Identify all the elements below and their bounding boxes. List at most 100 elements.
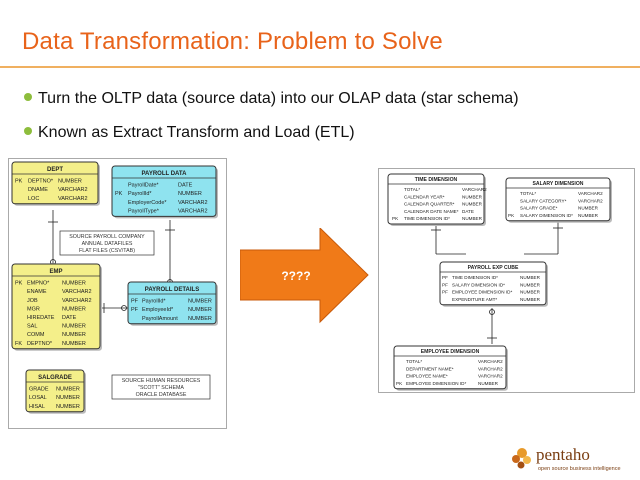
- key-cell: PK: [115, 191, 123, 197]
- column-name: EmployerCode*: [128, 200, 167, 206]
- key-cell: PF: [442, 290, 448, 295]
- column-name: SAL: [27, 324, 37, 330]
- table-title: DEPT: [47, 167, 63, 173]
- table-title: SALGRADE: [38, 375, 72, 381]
- bullet-text: Known as Extract Transform and Load (ETL…: [38, 124, 355, 141]
- key-cell: FK: [15, 341, 22, 347]
- column-name: JOB: [27, 298, 38, 304]
- column-type: NUMBER: [520, 290, 541, 295]
- column-name: SALARY DIMENSION ID*: [452, 282, 505, 287]
- table-box: [25, 369, 85, 413]
- note-line: SOURCE HUMAN RESOURCES: [122, 378, 201, 384]
- column-name: TIME DIMENSION ID*: [452, 275, 498, 280]
- table-box: [439, 261, 547, 306]
- key-cell: PK: [15, 281, 23, 287]
- key-cell: PK: [396, 381, 403, 386]
- column-type: NUMBER: [578, 206, 599, 211]
- column-name: SALARY GRADE*: [520, 206, 558, 211]
- bullet-item: Turn the OLTP data (source data) into ou…: [24, 90, 519, 108]
- column-type: NUMBER: [178, 191, 202, 197]
- table-title: PAYROLL EXP CUBE: [468, 265, 519, 271]
- table-box: [393, 345, 507, 390]
- table-title: PAYROLL DETAILS: [145, 287, 199, 293]
- column-name: CALENDAR DATE NAME*: [404, 209, 459, 214]
- column-name: COMM: [27, 332, 45, 338]
- source-model-diagram: DEPT PK DEPTNO* NUMBER DNAME VARCHAR2 LOC VARCH…: [8, 158, 227, 429]
- column-name: CALENDAR QUARTER*: [404, 202, 455, 207]
- column-type: NUMBER: [462, 194, 483, 199]
- column-name: EMPLOYEE DIMENSION ID*: [406, 381, 466, 386]
- key-cell: PF: [131, 307, 139, 313]
- column-type: NUMBER: [578, 213, 599, 218]
- column-name: SALARY CATEGORY*: [520, 198, 567, 203]
- column-type: NUMBER: [520, 275, 541, 280]
- column-type: NUMBER: [62, 332, 86, 338]
- column-type: NUMBER: [62, 324, 86, 330]
- column-name: TOTAL*: [520, 191, 536, 196]
- note-line: ANNUAL DATAFILES: [82, 241, 133, 247]
- note-line: "SCOTT" SCHEMA: [138, 385, 184, 391]
- title-divider: [0, 66, 640, 68]
- column-type: NUMBER: [520, 282, 541, 287]
- column-name: EMPNO*: [27, 281, 50, 287]
- arrow-shape: [240, 228, 369, 324]
- column-type: NUMBER: [188, 299, 212, 305]
- column-type: NUMBER: [188, 307, 212, 313]
- bullet-text: Turn the OLTP data (source data) into ou…: [38, 90, 519, 107]
- column-name: HISAL: [29, 404, 45, 410]
- key-cell: PF: [442, 282, 448, 287]
- column-name: CALENDAR YEAR*: [404, 194, 445, 199]
- column-type: NUMBER: [520, 297, 541, 302]
- column-name: LOSAL: [29, 395, 47, 401]
- key-cell: PK: [15, 179, 23, 185]
- column-type: NUMBER: [462, 216, 483, 221]
- column-type: VARCHAR2: [462, 187, 487, 192]
- note-line: SOURCE PAYROLL COMPANY: [69, 234, 145, 240]
- key-cell: PK: [392, 216, 399, 221]
- transform-arrow: ????: [240, 228, 369, 324]
- column-type: VARCHAR2: [58, 196, 88, 202]
- column-type: NUMBER: [56, 395, 80, 401]
- column-type: NUMBER: [62, 341, 86, 347]
- bullet-dot-icon: [24, 93, 32, 101]
- column-name: DEPTNO*: [28, 179, 54, 185]
- column-type: VARCHAR2: [178, 208, 208, 214]
- column-type: NUMBER: [56, 387, 80, 393]
- column-name: DNAME: [28, 187, 48, 193]
- column-type: NUMBER: [58, 179, 82, 185]
- column-type: NUMBER: [56, 404, 80, 410]
- key-cell: PK: [508, 213, 515, 218]
- column-name: TIME DIMENSION ID*: [404, 216, 450, 221]
- table-title: EMP: [49, 269, 62, 275]
- column-name: ENAME: [27, 289, 47, 295]
- relationship-lines: [431, 222, 563, 344]
- column-type: NUMBER: [462, 202, 483, 207]
- column-type: VARCHAR2: [478, 366, 503, 371]
- column-name: PayrollId*: [128, 191, 152, 197]
- note-line: FLAT FILES (CSV/TAB): [79, 248, 135, 254]
- column-name: MGR: [27, 306, 40, 312]
- column-name: PayrollId*: [142, 299, 166, 305]
- table-box: [387, 173, 485, 225]
- column-name: TOTAL*: [406, 359, 422, 364]
- column-name: LOC: [28, 196, 39, 202]
- key-cell: PF: [442, 275, 448, 280]
- table-title: PAYROLL DATA: [141, 171, 187, 177]
- column-type: NUMBER: [188, 316, 212, 322]
- column-type: NUMBER: [478, 381, 499, 386]
- logo-wordmark: pentaho: [536, 445, 590, 464]
- column-type: NUMBER: [62, 281, 86, 287]
- column-name: PayrollDate*: [128, 183, 159, 189]
- source-note: SOURCE HUMAN RESOURCES"SCOTT" SCHEMAORAC…: [111, 374, 211, 400]
- table-title: EMPLOYEE DIMENSION: [421, 349, 480, 355]
- column-type: VARCHAR2: [62, 289, 92, 295]
- bullet-item: Known as Extract Transform and Load (ETL…: [24, 124, 355, 142]
- table-box: [11, 161, 99, 205]
